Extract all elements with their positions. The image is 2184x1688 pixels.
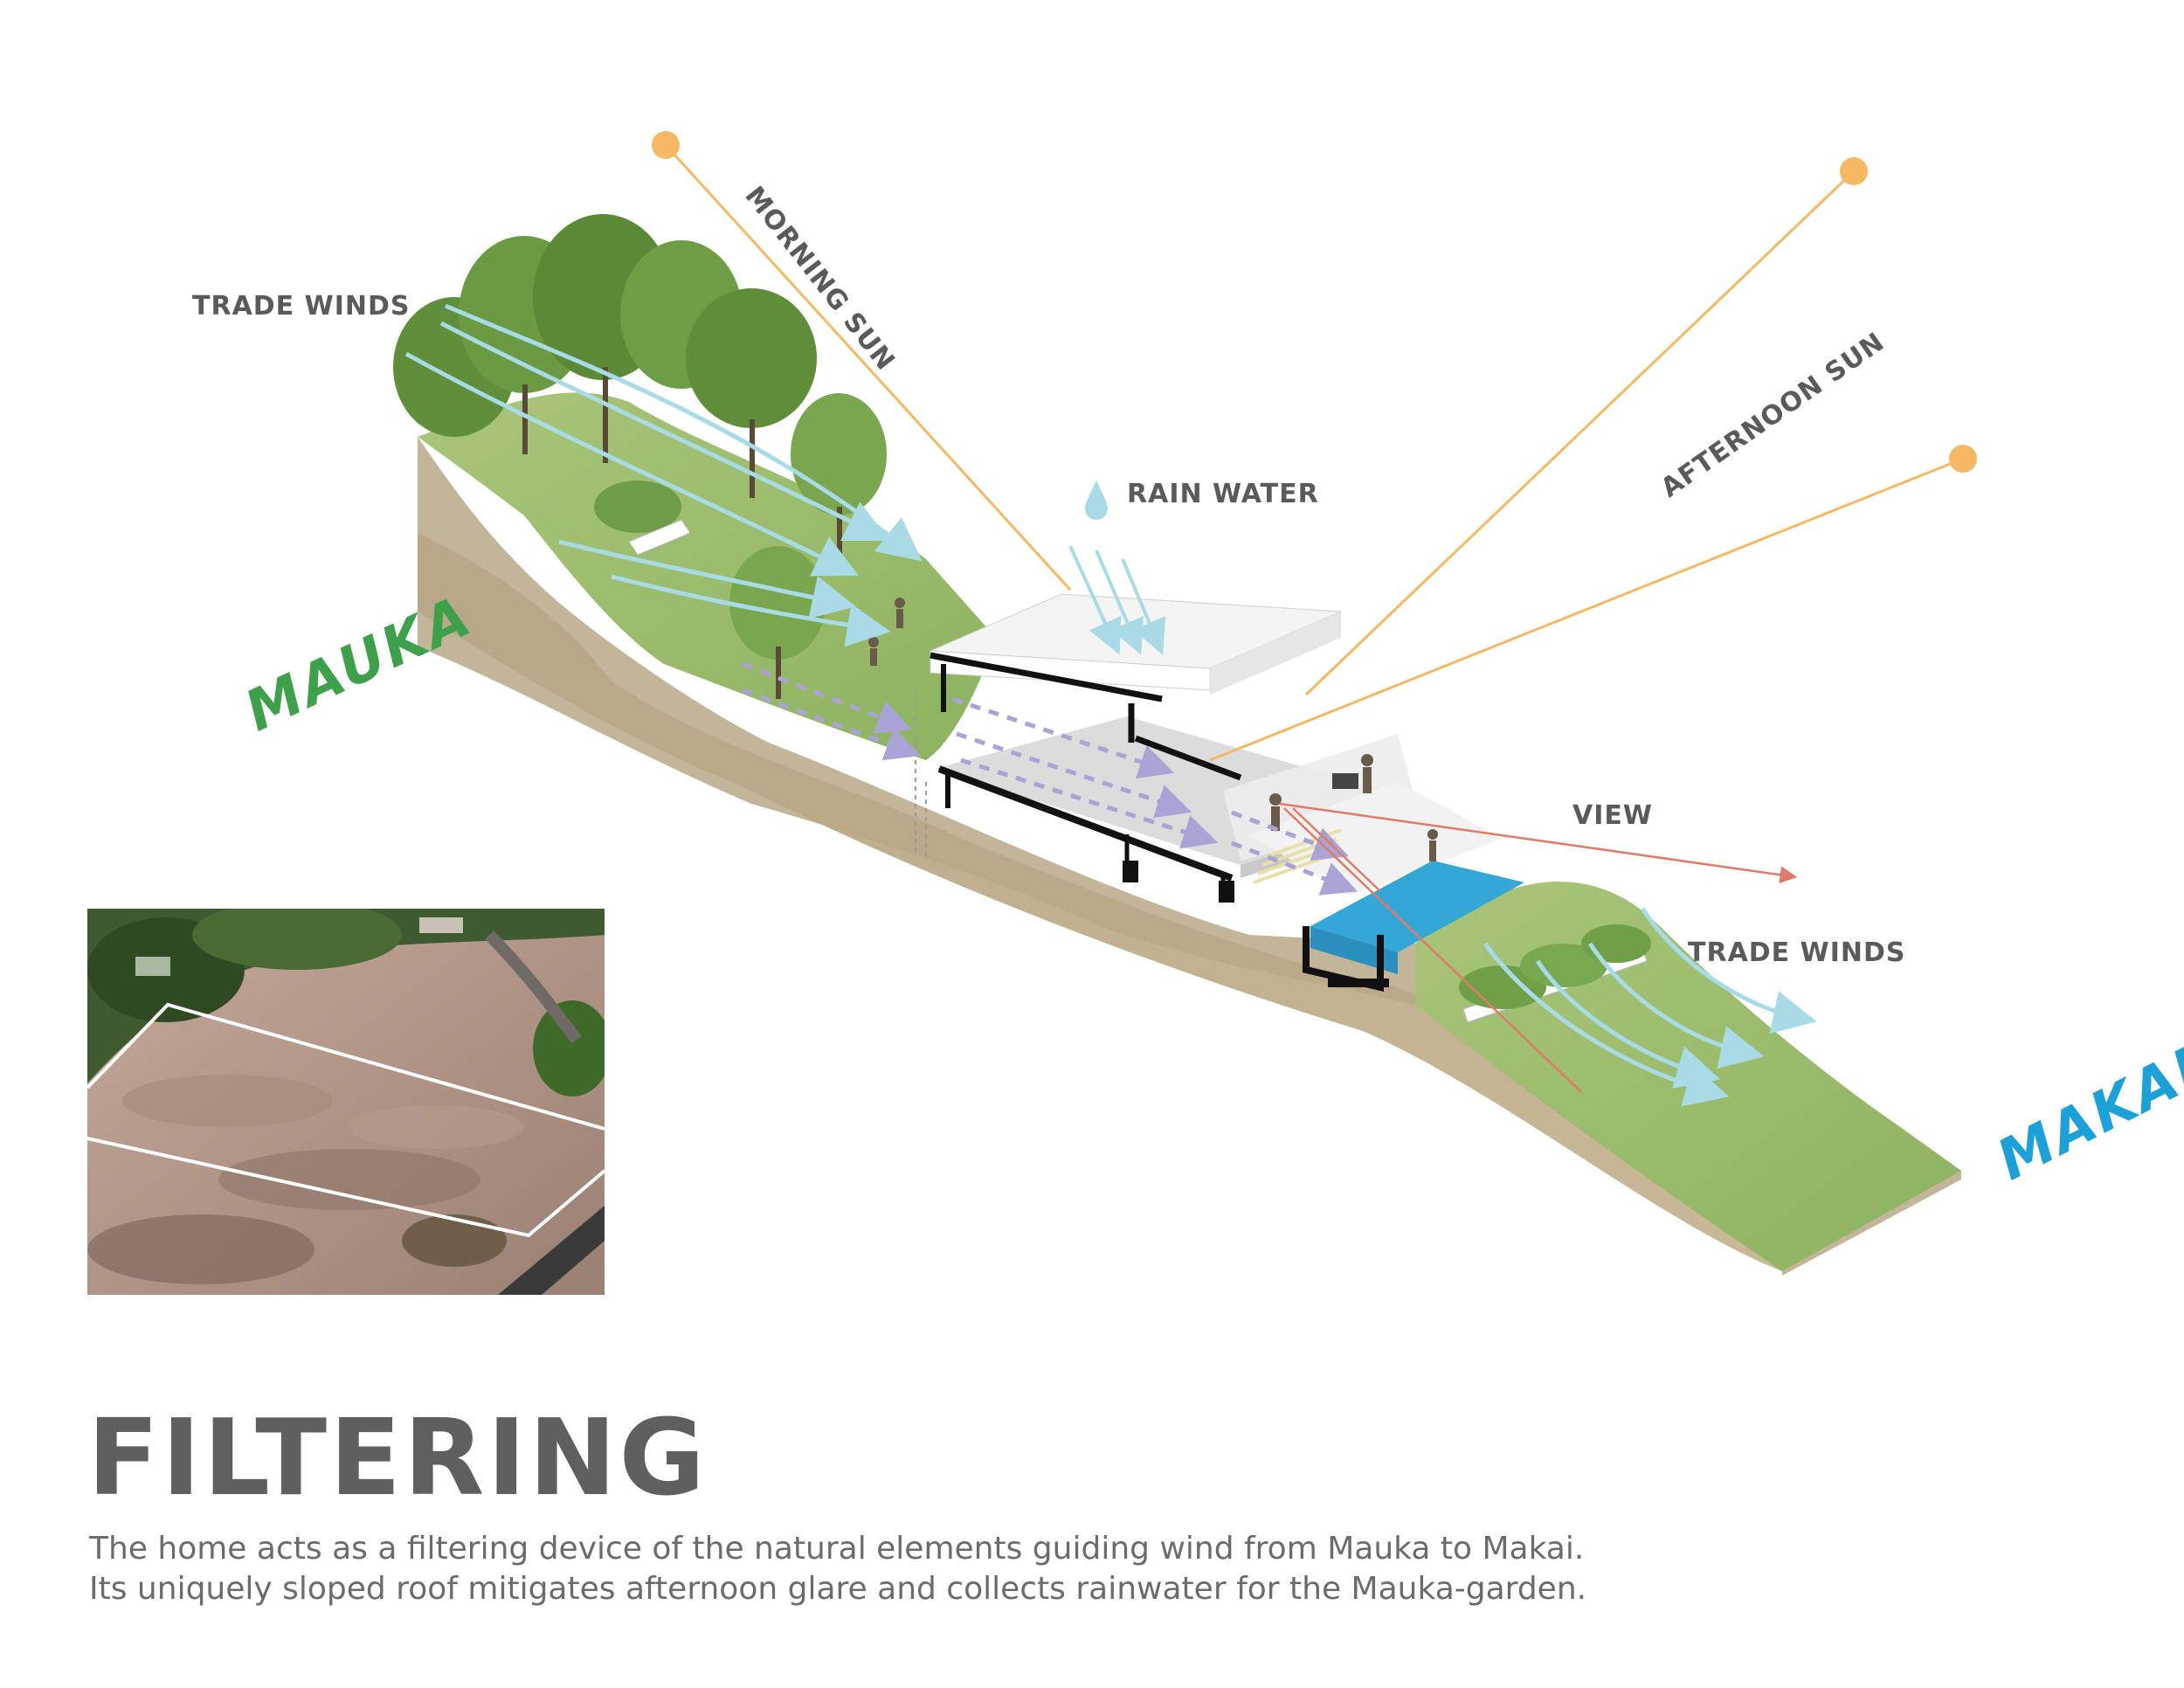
property-boundary	[87, 1002, 605, 1131]
page-title: FILTERING	[87, 1398, 708, 1519]
mauka-trees	[393, 214, 887, 699]
trade-winds-label-top: TRADE WINDS	[192, 291, 411, 322]
afternoon-sun-icon	[1840, 157, 1868, 185]
late-afternoon-sun-icon	[1949, 445, 1977, 473]
aerial-site-photo	[87, 909, 605, 1295]
interior-airflow-arrows	[742, 661, 1358, 896]
description-line-1: The home acts as a filtering device of t…	[89, 1531, 1585, 1567]
trade-winds-mauka-arrows	[404, 303, 923, 647]
mauka-planters	[628, 519, 691, 556]
rain-arrows	[1068, 545, 1166, 655]
description: The home acts as a filtering device of t…	[89, 1529, 1586, 1609]
view-label: VIEW	[1572, 800, 1653, 831]
morning-sun-icon	[652, 131, 680, 159]
sun-rays	[664, 143, 1964, 762]
terrain-soil	[418, 437, 1782, 1271]
trade-winds-label-bottom: TRADE WINDS	[1688, 937, 1906, 968]
rain-water-label: RAIN WATER	[1127, 479, 1319, 509]
rain-drop-icon	[1085, 481, 1108, 520]
trade-winds-makai-arrows	[1482, 907, 1817, 1107]
description-line-2: Its uniquely sloped roof mitigates after…	[89, 1571, 1587, 1607]
view-lines	[1279, 802, 1798, 1093]
pool	[1303, 861, 1524, 993]
